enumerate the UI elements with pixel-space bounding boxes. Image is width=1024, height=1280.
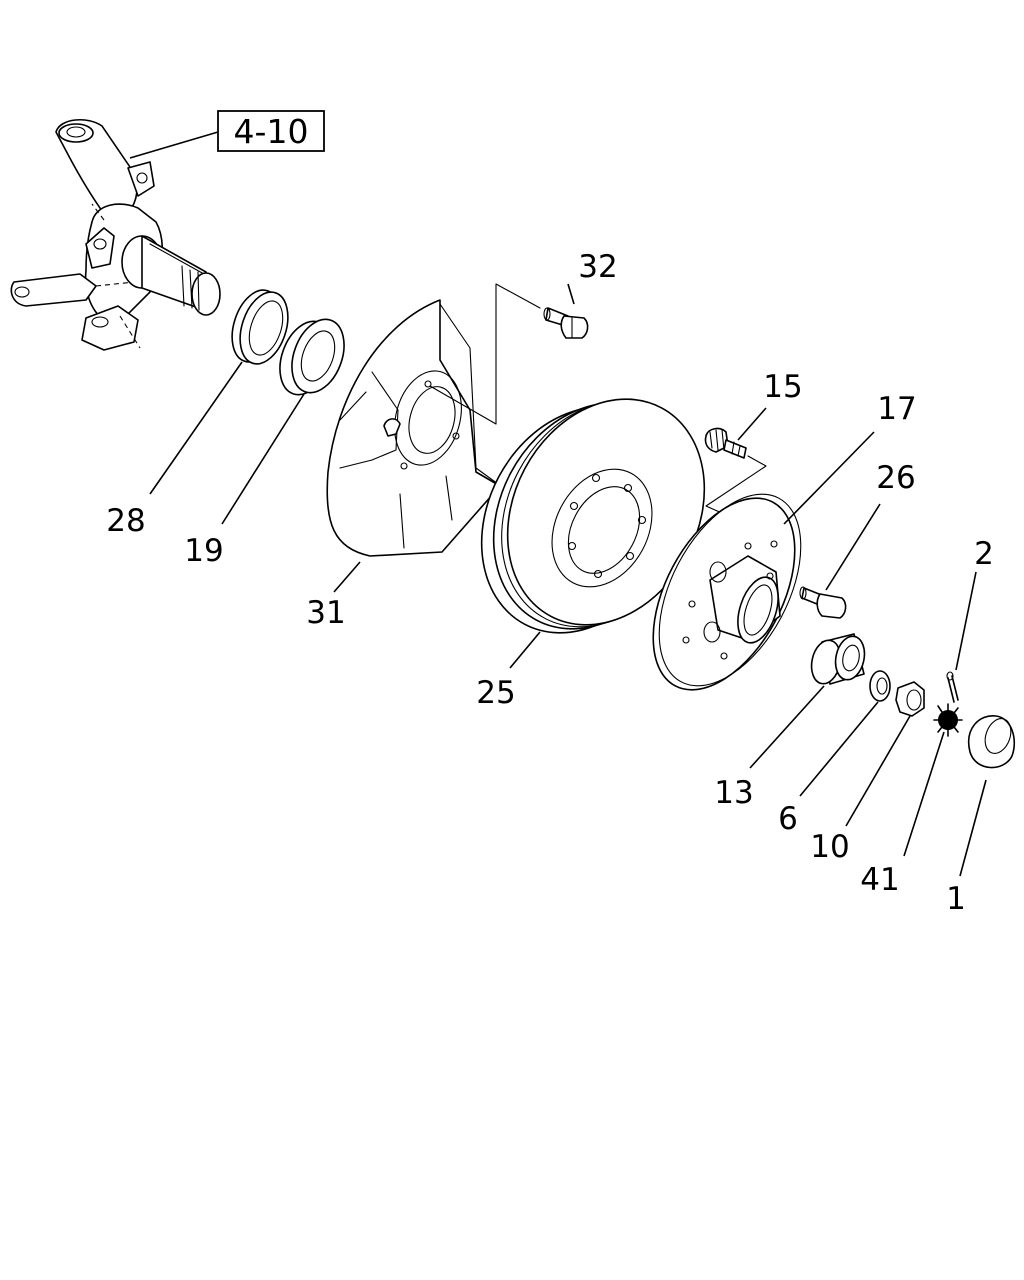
cotter-pin-2 — [946, 671, 959, 703]
label-13: 13 — [714, 775, 753, 811]
bearing-13 — [810, 633, 866, 685]
bolt-32-locator-line — [429, 283, 541, 425]
brake-disc-25 — [480, 398, 706, 634]
part-labels: 28 19 31 25 32 15 17 26 2 13 6 10 41 1 — [106, 249, 994, 917]
bolt-26 — [799, 586, 847, 619]
label-6: 6 — [778, 801, 798, 837]
label-32: 32 — [578, 249, 617, 285]
reference-callout: 4-10 — [129, 110, 325, 159]
label-28: 28 — [106, 503, 145, 539]
label-15: 15 — [763, 369, 802, 405]
label-25: 25 — [476, 675, 515, 711]
reference-box-text: 4-10 — [234, 112, 309, 151]
nut-10 — [895, 681, 925, 717]
reference-box — [217, 110, 325, 152]
oil-seal-28 — [231, 289, 289, 365]
hub-bolt-15 — [704, 427, 747, 459]
washer-6 — [869, 670, 891, 702]
label-31: 31 — [306, 595, 345, 631]
hub-cap-1 — [967, 715, 1016, 769]
leader-lines — [149, 283, 987, 877]
steering-knuckle — [10, 119, 221, 351]
bearing-19 — [279, 318, 345, 396]
label-26: 26 — [876, 460, 915, 496]
label-2: 2 — [974, 536, 994, 572]
label-19: 19 — [184, 533, 223, 569]
label-17: 17 — [877, 391, 916, 427]
bolt-32 — [543, 307, 589, 339]
label-1: 1 — [946, 881, 966, 917]
label-10: 10 — [810, 829, 849, 865]
lock-nut-41 — [933, 703, 963, 737]
dust-shield-31 — [326, 299, 501, 557]
label-41: 41 — [860, 862, 899, 898]
wheel-hub-17 — [652, 493, 802, 691]
hub-bolt-15-locator-line — [705, 455, 767, 515]
